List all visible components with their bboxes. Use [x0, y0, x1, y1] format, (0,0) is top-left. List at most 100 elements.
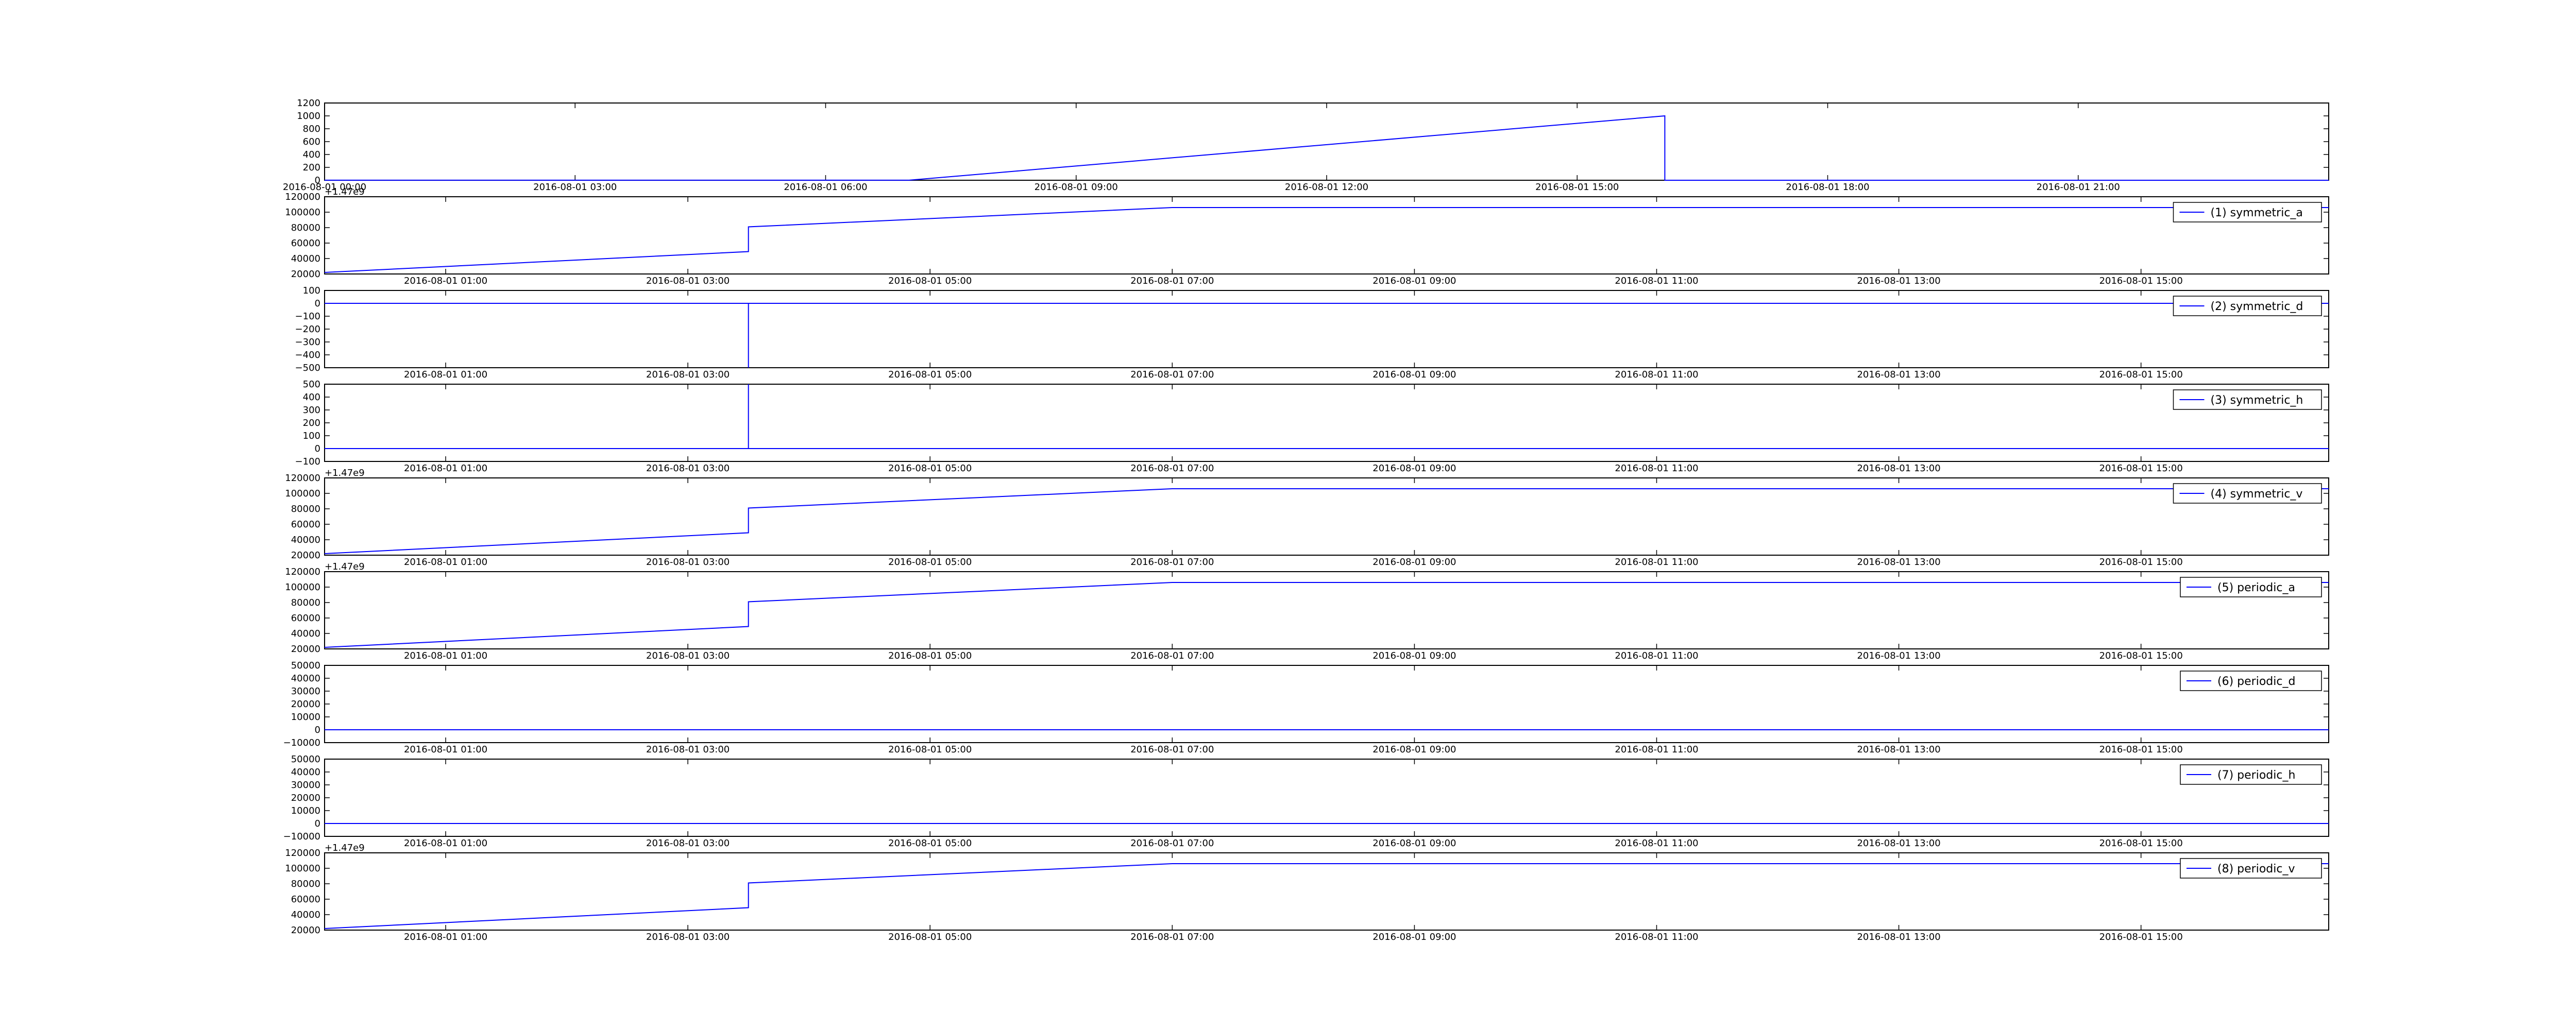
legend-label: (3) symmetric_h: [2211, 394, 2303, 407]
x-tick-label: 2016-08-01 13:00: [1857, 744, 1940, 755]
y-tick-label: 120000: [285, 848, 320, 859]
y-tick-label: 0: [315, 298, 320, 309]
x-tick-label: 2016-08-01 15:00: [2099, 463, 2183, 474]
axes-frame-1: [324, 102, 2329, 181]
legend-label: (8) periodic_v: [2217, 863, 2295, 876]
y-tick-label: 30000: [291, 686, 320, 697]
x-tick-label: 2016-08-01 07:00: [1130, 463, 1214, 474]
x-tick-label: 2016-08-01 03:00: [646, 557, 730, 568]
x-tick-label: 2016-08-01 01:00: [404, 932, 487, 942]
y-tick-label: 50000: [291, 660, 320, 671]
x-tick-label: 2016-08-01 09:00: [1372, 838, 1456, 849]
y-tick-label: 30000: [291, 780, 320, 791]
y-tick-label: 60000: [291, 519, 320, 530]
y-tick-label: 0: [315, 443, 320, 454]
x-tick-label: 2016-08-01 09:00: [1372, 650, 1456, 661]
y-tick-label: 80000: [291, 222, 320, 233]
y-tick-label: 10000: [291, 712, 320, 723]
x-tick-label: 2016-08-01 13:00: [1857, 932, 1940, 942]
x-tick-label: 2016-08-01 00:00: [283, 182, 366, 193]
y-tick-label: 0: [315, 818, 320, 829]
axes-frame-7: [324, 665, 2329, 743]
x-tick-label: 2016-08-01 15:00: [2099, 932, 2183, 942]
y-tick-label: −10000: [283, 831, 320, 842]
x-tick-label: 2016-08-01 09:00: [1372, 463, 1456, 474]
y-tick-label: 100000: [285, 863, 320, 874]
x-tick-label: 2016-08-01 05:00: [888, 463, 972, 474]
y-tick-label: 60000: [291, 894, 320, 905]
x-tick-label: 2016-08-01 03:00: [646, 838, 730, 849]
y-tick-label: 1200: [297, 98, 320, 109]
x-tick-label: 2016-08-01 09:00: [1372, 276, 1456, 286]
legend-label: (1) symmetric_a: [2211, 207, 2303, 219]
y-tick-label: 120000: [285, 192, 320, 202]
y-tick-label: 40000: [291, 253, 320, 264]
axis-offset-label: +1.47e9: [325, 186, 365, 197]
x-tick-label: 2016-08-01 13:00: [1857, 650, 1940, 661]
legend-label: (5) periodic_a: [2217, 581, 2295, 594]
x-tick-label: 2016-08-01 01:00: [404, 463, 487, 474]
x-tick-label: 2016-08-01 03:00: [646, 932, 730, 942]
x-tick-label: 2016-08-01 05:00: [888, 276, 972, 286]
y-tick-label: 40000: [291, 909, 320, 920]
legend-label: (6) periodic_d: [2217, 675, 2295, 688]
x-tick-label: 2016-08-01 13:00: [1857, 276, 1940, 286]
y-tick-label: 20000: [291, 644, 320, 655]
series-line-4: [325, 384, 2329, 449]
y-tick-label: 80000: [291, 597, 320, 608]
y-tick-label: 120000: [285, 566, 320, 577]
x-tick-label: 2016-08-01 09:00: [1372, 932, 1456, 942]
x-tick-label: 2016-08-01 18:00: [1786, 182, 1869, 193]
y-tick-label: 120000: [285, 473, 320, 484]
y-tick-label: 60000: [291, 238, 320, 249]
y-tick-label: 1000: [297, 111, 320, 122]
axes-frame-2: [324, 196, 2329, 274]
y-tick-label: 10000: [291, 805, 320, 816]
x-tick-label: 2016-08-01 11:00: [1615, 463, 1698, 474]
axes-frame-8: [324, 759, 2329, 837]
y-tick-label: 40000: [291, 535, 320, 545]
x-tick-label: 2016-08-01 09:00: [1372, 557, 1456, 568]
y-tick-label: 100000: [285, 582, 320, 593]
x-tick-label: 2016-08-01 15:00: [2099, 650, 2183, 661]
x-tick-label: 2016-08-01 05:00: [888, 369, 972, 380]
y-tick-label: 0: [315, 175, 320, 186]
series-line-2: [324, 207, 2329, 273]
y-tick-label: 200: [303, 418, 320, 428]
x-tick-label: 2016-08-01 01:00: [404, 650, 487, 661]
x-tick-label: 2016-08-01 15:00: [2099, 276, 2183, 286]
x-tick-label: 2016-08-01 13:00: [1857, 463, 1940, 474]
x-tick-label: 2016-08-01 09:00: [1372, 369, 1456, 380]
axes-frame-4: [324, 384, 2329, 462]
x-tick-label: 2016-08-01 09:00: [1372, 744, 1456, 755]
axes-frame-6: [324, 571, 2329, 649]
x-tick-label: 2016-08-01 15:00: [2099, 557, 2183, 568]
x-tick-label: 2016-08-01 05:00: [888, 744, 972, 755]
x-tick-label: 2016-08-01 11:00: [1615, 932, 1698, 942]
x-tick-label: 2016-08-01 01:00: [404, 838, 487, 849]
x-tick-label: 2016-08-01 03:00: [533, 182, 617, 193]
y-tick-label: 40000: [291, 673, 320, 684]
y-tick-label: 100000: [285, 488, 320, 499]
y-tick-label: 20000: [291, 550, 320, 561]
y-tick-label: −100: [295, 311, 320, 322]
x-tick-label: 2016-08-01 03:00: [646, 369, 730, 380]
x-tick-label: 2016-08-01 05:00: [888, 557, 972, 568]
legend-label: (2) symmetric_d: [2211, 300, 2303, 313]
x-tick-label: 2016-08-01 11:00: [1615, 369, 1698, 380]
x-tick-label: 2016-08-01 07:00: [1130, 369, 1214, 380]
y-tick-label: 400: [303, 392, 320, 403]
x-tick-label: 2016-08-01 09:00: [1035, 182, 1118, 193]
y-tick-label: 100: [303, 431, 320, 441]
x-tick-label: 2016-08-01 07:00: [1130, 838, 1214, 849]
x-tick-label: 2016-08-01 07:00: [1130, 276, 1214, 286]
y-tick-label: 20000: [291, 269, 320, 280]
x-tick-label: 2016-08-01 15:00: [2099, 838, 2183, 849]
x-tick-label: 2016-08-01 07:00: [1130, 650, 1214, 661]
x-tick-label: 2016-08-01 03:00: [646, 744, 730, 755]
legend-label: (7) periodic_h: [2217, 769, 2295, 782]
y-tick-label: 40000: [291, 767, 320, 778]
y-tick-label: 20000: [291, 925, 320, 936]
series-line-9: [324, 863, 2329, 929]
